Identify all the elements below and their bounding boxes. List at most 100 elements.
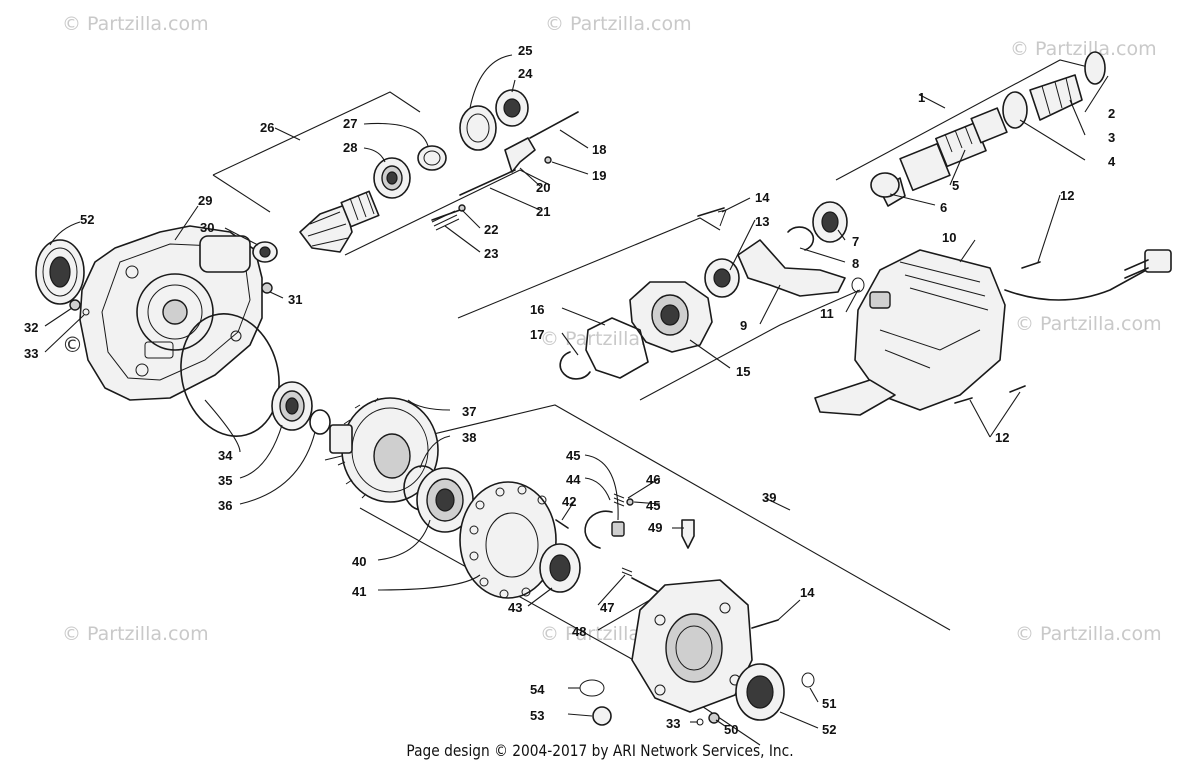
snap-ring-17 — [559, 351, 591, 380]
callout-45-lower: 45 — [646, 498, 660, 513]
seal-52-front — [735, 663, 785, 721]
connector — [1144, 249, 1172, 273]
callout-37: 37 — [462, 404, 476, 419]
callout-32: 32 — [24, 320, 38, 335]
boot-3 — [1029, 74, 1083, 121]
callout-35: 35 — [218, 473, 232, 488]
housing-15 — [629, 281, 713, 353]
screw-12-a — [1009, 385, 1026, 393]
callout-28: 28 — [343, 140, 357, 155]
shim-36 — [309, 409, 331, 435]
ring-25 — [459, 105, 497, 151]
spring-47 — [621, 567, 633, 577]
callout-41: 41 — [352, 584, 366, 599]
callout-39: 39 — [762, 490, 776, 505]
watermark: © Partzilla.com — [1010, 38, 1157, 60]
actuator-10 — [814, 249, 1172, 416]
callout-44: 44 — [566, 472, 581, 487]
o-ring-54 — [579, 679, 605, 697]
callout-21: 21 — [536, 204, 550, 219]
callout-22: 22 — [484, 222, 498, 237]
spring-46 — [613, 493, 625, 507]
callout-12-bottom: 12 — [995, 430, 1009, 445]
callout-34: 34 — [218, 448, 233, 463]
callout-17: 17 — [530, 327, 544, 342]
callout-18: 18 — [592, 142, 606, 157]
bearing-24 — [495, 89, 529, 127]
callout-20: 20 — [536, 180, 550, 195]
callout-52-left: 52 — [80, 212, 94, 227]
callout-46: 46 — [646, 472, 660, 487]
ring-4 — [1002, 91, 1028, 129]
plug-53 — [592, 706, 612, 726]
screw-12-b — [954, 397, 973, 404]
input-shaft-1 — [870, 107, 1008, 207]
bearing-7 — [812, 201, 848, 243]
block-45 — [611, 521, 625, 537]
callout-52-front: 52 — [822, 722, 836, 737]
washer-32 — [69, 299, 81, 311]
footer-credit: Page design © 2004-2017 by ARI Network S… — [406, 741, 794, 760]
callout-29: 29 — [198, 193, 212, 208]
callout-48: 48 — [572, 624, 586, 639]
callout-14-front: 14 — [800, 585, 815, 600]
clamp-2 — [1084, 51, 1106, 85]
bracket-1 — [835, 59, 1101, 181]
gasket-16 — [585, 317, 649, 379]
callout-24: 24 — [518, 66, 533, 81]
callout-49: 49 — [648, 520, 662, 535]
callout-10: 10 — [942, 230, 956, 245]
watermark: © Partzilla.com — [1015, 313, 1162, 335]
callout-53: 53 — [530, 708, 544, 723]
collar-27 — [417, 145, 447, 171]
callout-3: 3 — [1108, 130, 1115, 145]
callout-8: 8 — [852, 256, 859, 271]
shift-fork-20 — [504, 137, 536, 173]
callout-19: 19 — [592, 168, 606, 183]
collar-plate-41 — [459, 481, 557, 599]
callout-50: 50 — [724, 722, 738, 737]
seal-43 — [539, 543, 581, 593]
main-housing — [79, 225, 263, 401]
callout-33-front: 33 — [666, 716, 680, 731]
spring-42 — [555, 519, 569, 529]
watermark: © Partzilla.com — [62, 623, 209, 645]
watermark: © Partzilla.com — [545, 13, 692, 35]
callout-43: 43 — [508, 600, 522, 615]
callout-42: 42 — [562, 494, 576, 509]
screw-12-top — [1021, 261, 1041, 269]
o-ring-51 — [801, 672, 815, 688]
callout-54: 54 — [530, 682, 545, 697]
callout-47: 47 — [600, 600, 614, 615]
o-ring-33 — [82, 308, 90, 316]
bearing-13 — [704, 258, 740, 298]
callout-6: 6 — [940, 200, 947, 215]
callout-31: 31 — [288, 292, 302, 307]
bearing-35 — [271, 381, 313, 431]
callout-1: 1 — [918, 90, 925, 105]
callout-36: 36 — [218, 498, 232, 513]
ball-19 — [544, 156, 552, 164]
o-ring-34 — [180, 313, 280, 437]
callout-labels: 1 2 3 4 5 6 7 8 9 10 11 12 12 13 14 14 1… — [24, 43, 1116, 737]
bracket-9 — [457, 217, 721, 319]
callout-25: 25 — [518, 43, 532, 58]
pinion-gear — [299, 190, 380, 253]
clip-44 — [584, 510, 613, 549]
callout-16: 16 — [530, 302, 544, 317]
shift-shaft-21 — [459, 169, 516, 196]
callout-11: 11 — [820, 306, 834, 321]
bearing-28 — [373, 157, 411, 199]
snap-ring-8 — [787, 226, 815, 251]
callout-13: 13 — [755, 214, 769, 229]
wire-harness — [1004, 267, 1151, 301]
callout-51: 51 — [822, 696, 836, 711]
watermark: © Partzilla.com — [1015, 623, 1162, 645]
callout-40: 40 — [352, 554, 366, 569]
spring-23 — [431, 210, 460, 231]
leader-lines — [44, 54, 1109, 729]
ball-45 — [626, 498, 634, 506]
bracket-9-part — [737, 239, 846, 297]
